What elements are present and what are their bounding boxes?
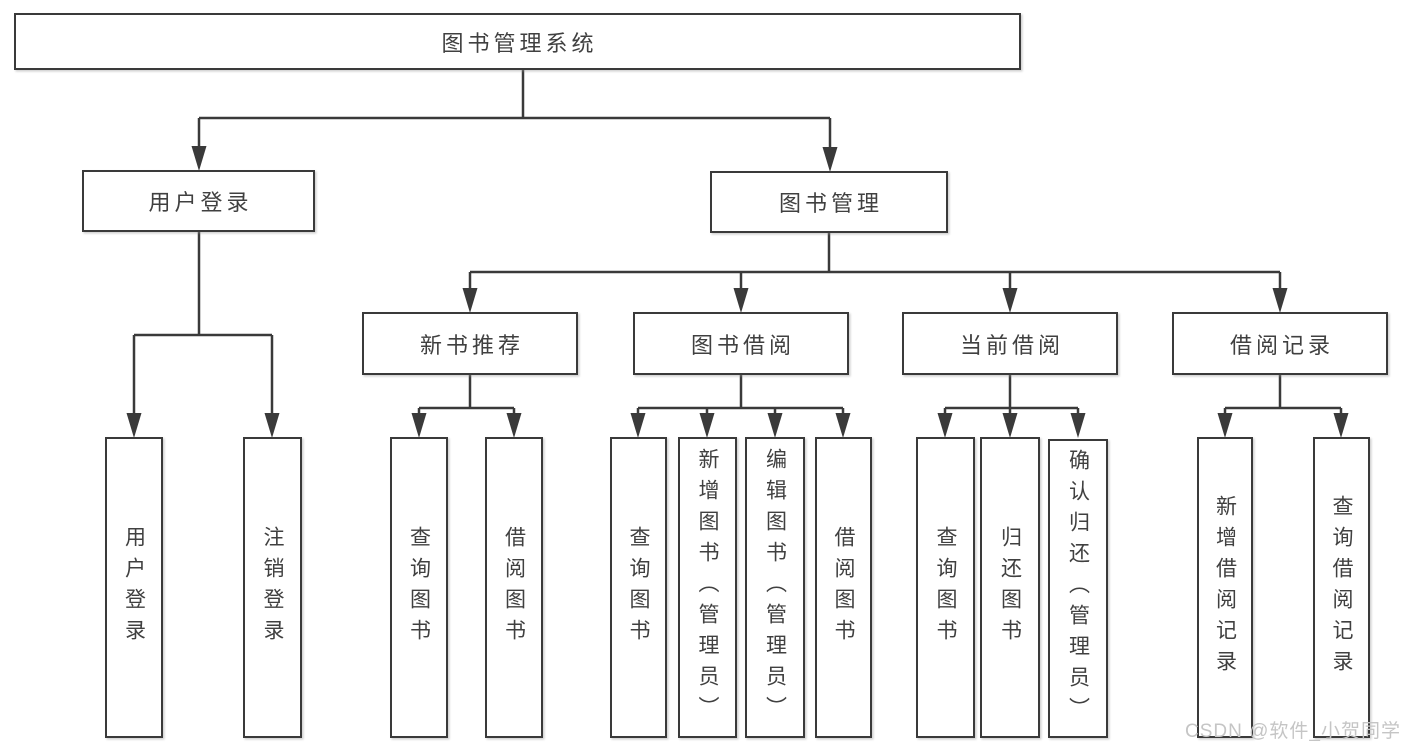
node-user-login: 用户登录	[82, 170, 315, 232]
watermark: CSDN @软件_小贺同学	[1185, 721, 1401, 742]
node-label: 新增借阅记录	[1213, 494, 1237, 681]
node-label: 用户登录	[148, 190, 253, 215]
node-label: 编辑图书（管理员）	[763, 448, 787, 727]
leaf-borrow-books-recommend: 借阅图书	[485, 437, 543, 738]
node-label: 查询图书	[627, 525, 650, 650]
node-label: 归还图书	[998, 525, 1022, 650]
node-new-book-recommend: 新书推荐	[362, 312, 578, 375]
node-book-management: 图书管理	[710, 171, 948, 233]
leaf-query-books-recommend: 查询图书	[390, 437, 448, 738]
leaf-borrow-books-borrowing: 借阅图书	[815, 437, 872, 738]
node-label: 新书推荐	[419, 332, 524, 358]
leaf-edit-book-admin: 编辑图书（管理员）	[745, 437, 805, 738]
leaf-confirm-return-admin: 确认归还（管理员）	[1048, 439, 1108, 738]
node-label: 查询借阅记录	[1330, 494, 1353, 681]
node-label: 图书管理系统	[441, 30, 598, 56]
leaf-query-books-current: 查询图书	[916, 437, 975, 738]
leaf-query-borrow-record: 查询借阅记录	[1313, 437, 1370, 738]
node-book-borrowing: 图书借阅	[633, 312, 849, 375]
node-label: 用户登录	[122, 525, 146, 650]
node-label: 当前借阅	[959, 332, 1064, 358]
leaf-user-login: 用户登录	[105, 437, 163, 738]
node-label: 查询图书	[934, 525, 957, 650]
leaf-query-books-borrowing: 查询图书	[610, 437, 667, 738]
leaf-return-books: 归还图书	[980, 437, 1040, 738]
node-label: 借阅记录	[1229, 332, 1334, 358]
node-label: 新增图书（管理员）	[696, 448, 719, 727]
leaf-add-borrow-record: 新增借阅记录	[1197, 437, 1253, 738]
node-label: 注销登录	[261, 525, 284, 650]
node-label: 确认归还（管理员）	[1066, 449, 1090, 728]
node-borrowing-records: 借阅记录	[1172, 312, 1388, 375]
leaf-add-book-admin: 新增图书（管理员）	[678, 437, 737, 738]
node-label: 图书借阅	[690, 332, 795, 358]
node-current-borrowing: 当前借阅	[902, 312, 1118, 375]
leaf-logout: 注销登录	[243, 437, 302, 738]
arrowheads	[126, 146, 1349, 438]
node-library-system: 图书管理系统	[14, 13, 1021, 70]
node-label: 借阅图书	[832, 525, 855, 650]
node-label: 图书管理	[778, 191, 883, 216]
node-label: 查询图书	[407, 525, 431, 650]
node-label: 借阅图书	[502, 525, 526, 650]
